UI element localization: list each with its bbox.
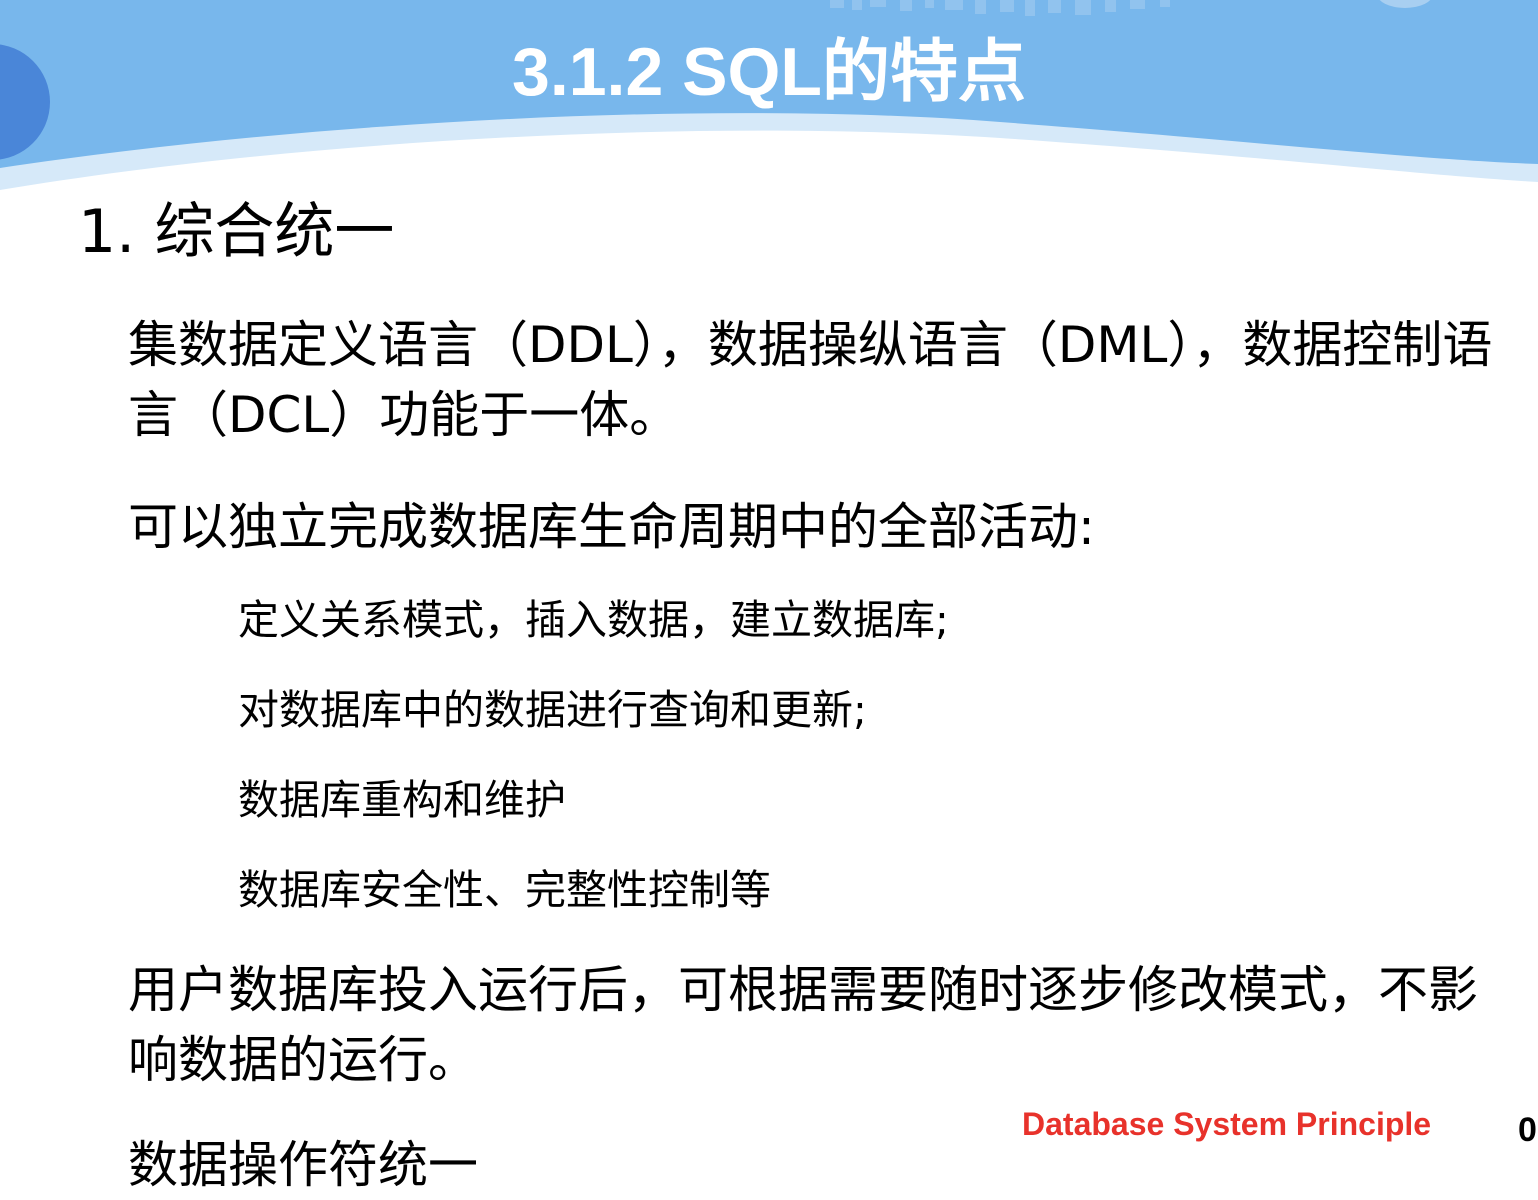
paragraph-integration: 集数据定义语言（DDL），数据操纵语言（DML），数据控制语言（DCL）功能于一… [128, 316, 1493, 444]
list-item: 对数据库中的数据进行查询和更新; [238, 686, 867, 734]
slide-header: 3.1.2 SQL的特点 [0, 0, 1538, 200]
slide-title: 3.1.2 SQL的特点 [512, 34, 1026, 110]
paragraph-operators: 数据操作符统一 [128, 1136, 478, 1194]
footer-course-name: Database System Principle [1022, 1106, 1432, 1142]
header-wave-background [0, 0, 1538, 190]
list-item: 定义关系模式，插入数据，建立数据库; [238, 596, 949, 644]
list-item: 数据库重构和维护 [238, 776, 566, 824]
page-number: 0 [1518, 1111, 1537, 1149]
paragraph-lifecycle: 可以独立完成数据库生命周期中的全部活动: [128, 498, 1095, 556]
section-heading: 1. 综合统一 [78, 197, 395, 267]
list-item: 数据库安全性、完整性控制等 [238, 866, 771, 914]
paragraph-modify-schema: 用户数据库投入运行后，可根据需要随时逐步修改模式，不影响数据的运行。 [128, 961, 1478, 1089]
circle-decoration-icon [0, 44, 50, 160]
